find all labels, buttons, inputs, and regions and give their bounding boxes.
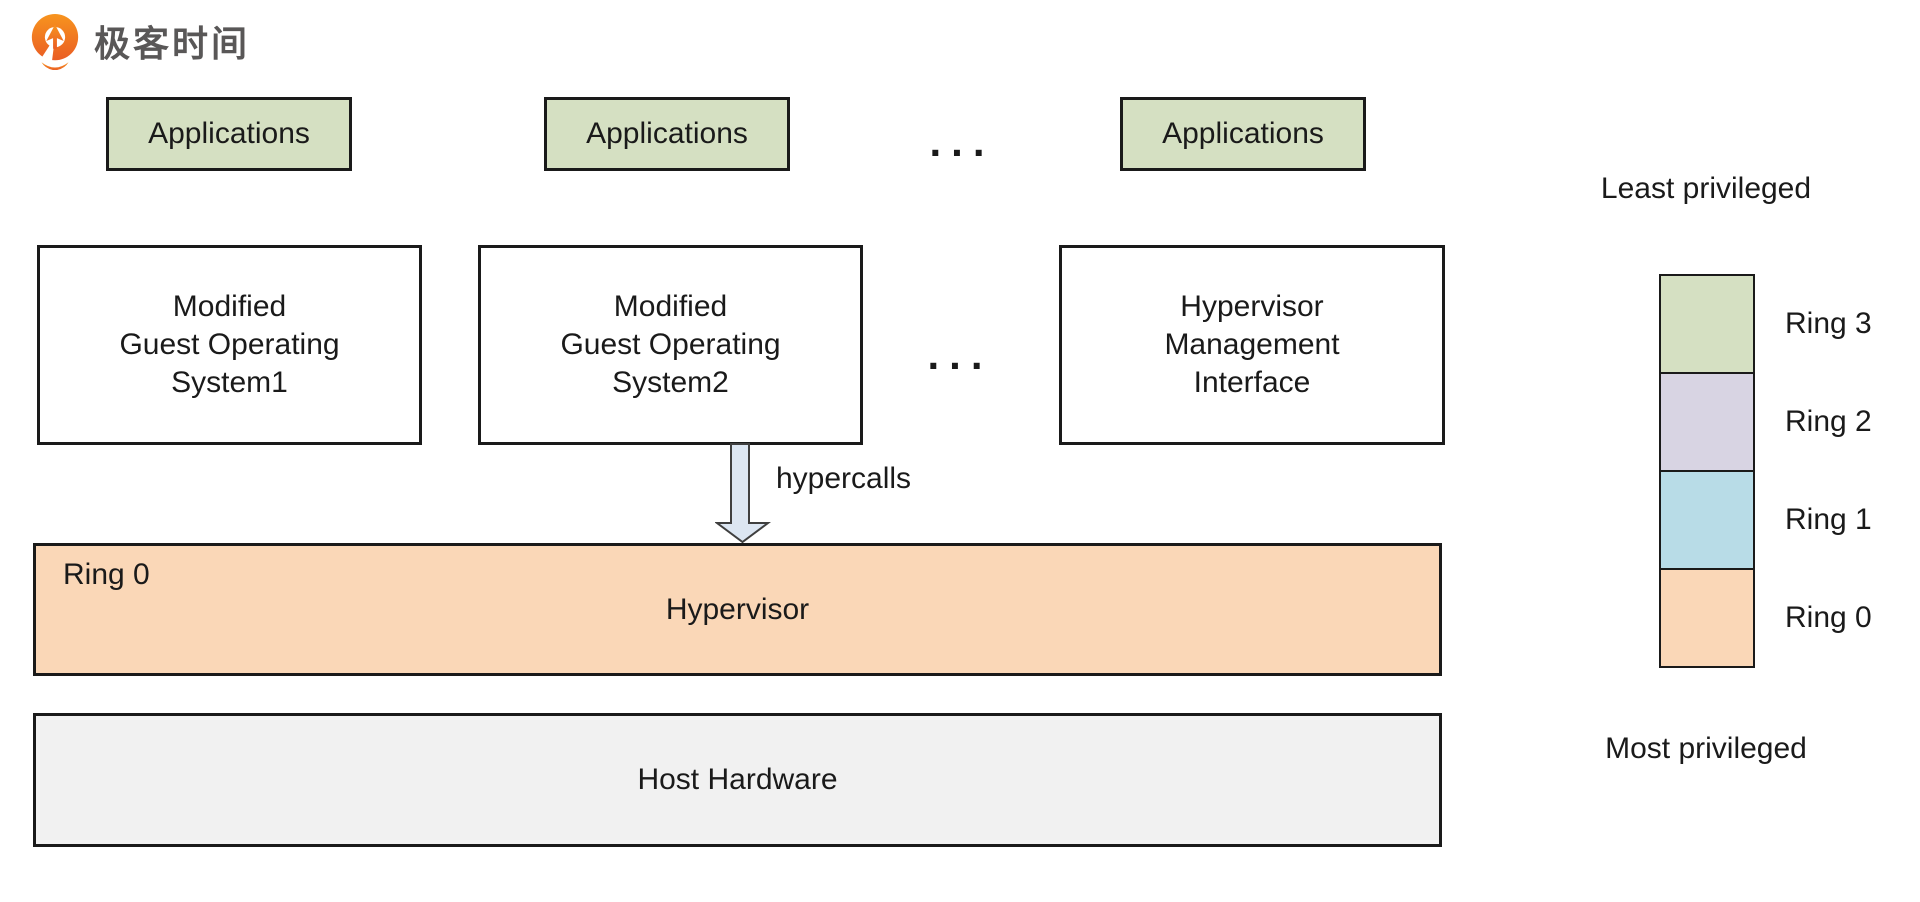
guest-os-1-text: Modified Guest Operating System1 bbox=[119, 290, 340, 399]
ring0-swatch bbox=[1659, 568, 1755, 668]
ring2-swatch bbox=[1659, 372, 1755, 472]
hypervisor-management-interface-box: Hypervisor Management Interface bbox=[1059, 245, 1445, 445]
hypervisor-bar: Ring 0 Hypervisor bbox=[33, 543, 1442, 676]
host-hardware-title: Host Hardware bbox=[637, 763, 838, 796]
guest-os-box-1: Modified Guest Operating System1 bbox=[37, 245, 422, 445]
applications-label: Applications bbox=[1162, 117, 1324, 150]
applications-box-3: Applications bbox=[1120, 97, 1366, 171]
applications-ellipsis: ... bbox=[929, 118, 995, 165]
ring1-label: Ring 1 bbox=[1785, 503, 1872, 536]
applications-box-1: Applications bbox=[106, 97, 352, 171]
most-privileged-label: Most privileged bbox=[1605, 732, 1807, 765]
host-hardware-bar: Host Hardware bbox=[33, 713, 1442, 847]
ring2-label: Ring 2 bbox=[1785, 405, 1872, 438]
hypervisor-management-interface-text: Hypervisor Management Interface bbox=[1164, 290, 1340, 399]
ring3-swatch bbox=[1659, 274, 1755, 374]
geektime-pin-icon bbox=[31, 14, 79, 70]
applications-label: Applications bbox=[586, 117, 748, 150]
guest-os-2-text: Modified Guest Operating System2 bbox=[560, 290, 781, 399]
applications-label: Applications bbox=[148, 117, 310, 150]
ring1-swatch bbox=[1659, 470, 1755, 570]
geektime-logo: 极客时间 bbox=[28, 12, 250, 70]
hypervisor-title: Hypervisor bbox=[665, 592, 810, 626]
guest-os-ellipsis: ... bbox=[927, 331, 993, 378]
applications-box-2: Applications bbox=[544, 97, 790, 171]
hypercalls-arrow-icon bbox=[715, 443, 771, 544]
hypercalls-label: hypercalls bbox=[776, 462, 912, 495]
ring0-tag: Ring 0 bbox=[63, 558, 150, 591]
guest-os-box-2: Modified Guest Operating System2 bbox=[478, 245, 863, 445]
geektime-logo-text: 极客时间 bbox=[94, 23, 251, 64]
ring3-label: Ring 3 bbox=[1785, 307, 1872, 340]
ring0-label: Ring 0 bbox=[1785, 601, 1872, 634]
least-privileged-label: Least privileged bbox=[1600, 172, 1812, 205]
